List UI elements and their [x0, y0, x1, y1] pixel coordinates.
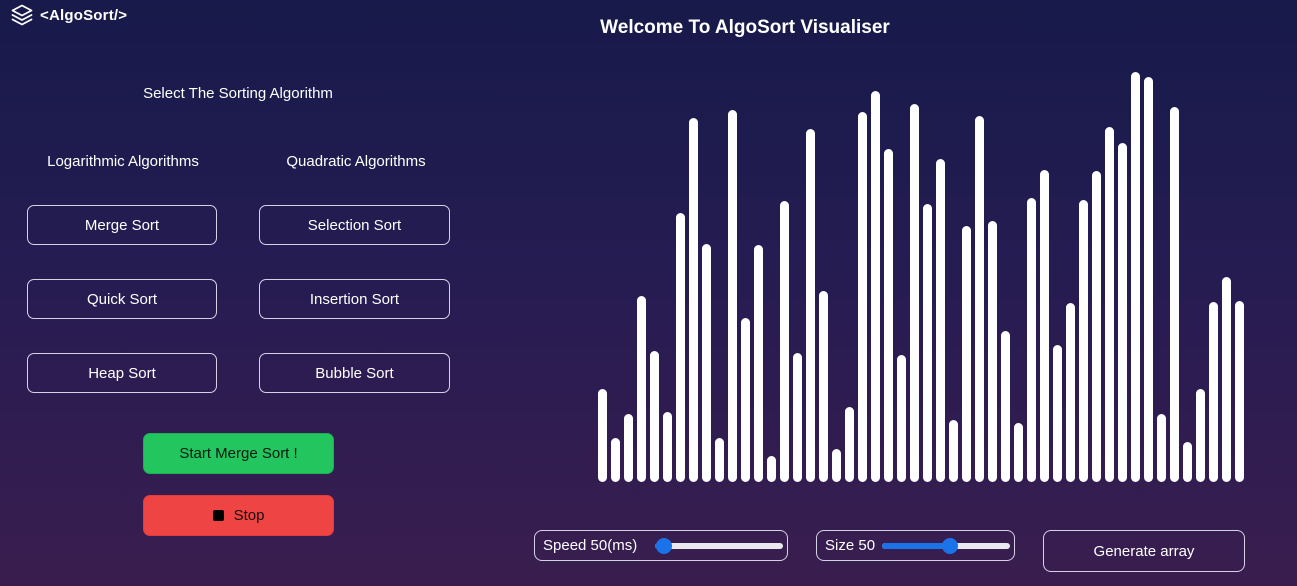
array-bar	[1105, 127, 1114, 482]
array-bar	[858, 112, 867, 482]
size-label: Size 50	[825, 537, 876, 554]
array-bar	[1170, 107, 1179, 482]
array-bar	[611, 438, 620, 482]
array-bar	[1209, 302, 1218, 482]
array-bar	[1144, 77, 1153, 482]
array-bar	[715, 438, 724, 482]
array-bar	[624, 414, 633, 482]
array-bar	[676, 213, 685, 482]
generate-array-button[interactable]: Generate array	[1043, 530, 1245, 572]
array-bar	[1196, 389, 1205, 482]
array-bar	[1131, 72, 1140, 482]
array-bar	[1053, 345, 1062, 482]
stop-label: Stop	[233, 507, 265, 524]
array-bar	[1183, 442, 1192, 482]
array-bar	[1014, 423, 1023, 482]
array-bar	[702, 244, 711, 482]
array-bar	[1222, 277, 1231, 482]
array-bar	[910, 104, 919, 482]
logo-text: <AlgoSort/>	[40, 6, 128, 24]
array-bar	[767, 456, 776, 482]
array-bar	[949, 420, 958, 482]
size-slider[interactable]	[882, 538, 1010, 554]
array-bar	[793, 353, 802, 482]
speed-control: Speed 50(ms)	[534, 530, 788, 561]
array-bar	[806, 129, 815, 482]
array-bar	[1066, 303, 1075, 482]
select-algorithm-label: Select The Sorting Algorithm	[143, 85, 333, 102]
array-bar	[936, 159, 945, 482]
array-bar	[741, 318, 750, 482]
array-bar	[845, 407, 854, 482]
array-bar	[923, 204, 932, 482]
array-bar	[1092, 171, 1101, 482]
selection-sort-button[interactable]: Selection Sort	[259, 205, 450, 245]
array-bar	[598, 389, 607, 482]
array-bar	[1157, 414, 1166, 482]
heap-sort-button[interactable]: Heap Sort	[27, 353, 217, 393]
array-bar	[1118, 143, 1127, 482]
size-slider-thumb[interactable]	[941, 538, 958, 554]
layers-icon	[11, 4, 33, 26]
page-title: Welcome To AlgoSort Visualiser	[600, 17, 890, 38]
array-bar	[832, 449, 841, 482]
merge-sort-button[interactable]: Merge Sort	[27, 205, 217, 245]
stop-button[interactable]: Stop	[143, 495, 334, 536]
speed-label: Speed 50(ms)	[543, 537, 638, 554]
start-sort-button[interactable]: Start Merge Sort !	[143, 433, 334, 474]
array-bar	[1079, 200, 1088, 482]
array-bar	[1001, 331, 1010, 482]
size-control: Size 50	[816, 530, 1015, 561]
array-bar	[884, 149, 893, 482]
array-bar	[871, 91, 880, 482]
quick-sort-button[interactable]: Quick Sort	[27, 279, 217, 319]
array-bar	[1235, 301, 1244, 482]
app-logo[interactable]: <AlgoSort/>	[10, 3, 127, 27]
array-bar	[663, 412, 672, 482]
array-bar	[689, 118, 698, 482]
array-bar	[1027, 198, 1036, 482]
array-bar	[780, 201, 789, 482]
size-slider-fill	[882, 543, 950, 549]
array-bar	[988, 221, 997, 482]
stop-square-icon	[212, 510, 224, 521]
array-bar	[637, 296, 646, 482]
array-bars-visualization	[598, 70, 1248, 482]
array-bar	[897, 355, 906, 482]
array-bar	[975, 116, 984, 482]
logarithmic-algorithms-label: Logarithmic Algorithms	[47, 153, 199, 170]
speed-slider-thumb[interactable]	[655, 538, 672, 554]
array-bar	[1040, 170, 1049, 482]
insertion-sort-button[interactable]: Insertion Sort	[259, 279, 450, 319]
speed-slider[interactable]	[655, 538, 783, 554]
array-bar	[650, 351, 659, 482]
array-bar	[728, 110, 737, 482]
array-bar	[819, 291, 828, 482]
array-bar	[754, 245, 763, 482]
array-bar	[962, 226, 971, 482]
quadratic-algorithms-label: Quadratic Algorithms	[286, 153, 426, 170]
bubble-sort-button[interactable]: Bubble Sort	[259, 353, 450, 393]
